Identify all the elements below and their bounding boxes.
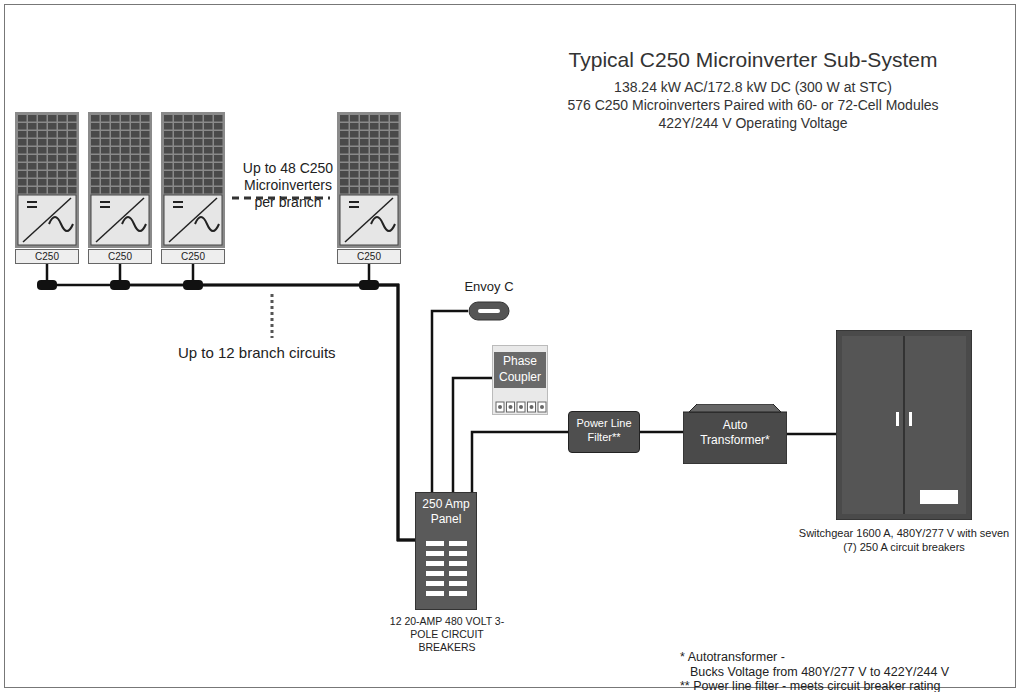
device-label: Power Line Filter**: [569, 416, 639, 444]
solar-module: [161, 112, 225, 248]
device-label: 250 Amp Panel: [416, 497, 476, 527]
wire: [640, 431, 683, 434]
inverter-label: C250: [89, 250, 151, 263]
module-node: C250: [15, 112, 79, 264]
inverter-label: C250: [338, 250, 400, 263]
subtitle-line: 576 C250 Microinverters Paired with 60- …: [500, 96, 1006, 114]
switchgear-caption: Switchgear 1600 A, 480Y/277 V with seven…: [792, 526, 1016, 554]
subtitle-line: 138.24 kW AC/172.8 kW DC (300 W at STC): [500, 78, 1006, 96]
wire: [787, 433, 836, 436]
envoy-node: Envoy C: [468, 301, 510, 321]
filter-node: Power Line Filter**: [568, 411, 640, 453]
envoy-shape: [468, 301, 510, 321]
note-label: Up to 12 branch circuits: [178, 344, 336, 361]
solar-module: [15, 112, 79, 248]
subtitle-line: 422Y/244 V Operating Voltage: [500, 114, 1006, 132]
switchgear-shape: [836, 330, 972, 520]
wire: [120, 264, 415, 540]
solar-module: [337, 112, 401, 248]
module-node: C250: [88, 112, 152, 264]
wire: [47, 264, 415, 540]
inverter-tag: C250: [161, 249, 225, 264]
panel-caption: 12 20-AMP 480 VOLT 3-POLE CIRCUIT BREAKE…: [388, 615, 506, 654]
diagram-title: Typical C250 Microinverter Sub-System: [500, 46, 1006, 74]
solar-module: [88, 112, 152, 248]
continuation-dots: [271, 294, 274, 338]
footnote: Bucks Voltage from 480Y/277 V to 422Y/24…: [690, 665, 949, 679]
footnote: * Autotransformer -: [680, 650, 785, 664]
wire: [369, 264, 415, 540]
inverter-tag: C250: [88, 249, 152, 264]
xfmr-node: Auto Transformer*: [683, 404, 787, 464]
inverter-label: C250: [16, 250, 78, 263]
module-node: C250: [337, 112, 401, 264]
wire: [472, 432, 568, 492]
note-label: Up to 48 C250 Microinverters per branch: [235, 160, 341, 211]
inverter-tag: C250: [15, 249, 79, 264]
device-label: Auto Transformer*: [683, 418, 787, 448]
panel-node: 250 Amp Panel12 20-AMP 480 VOLT 3-POLE C…: [415, 492, 477, 610]
inverter-tag: C250: [337, 249, 401, 264]
trunk-connectors: [37, 280, 379, 290]
inverter-label: C250: [162, 250, 224, 263]
switch-node: Switchgear 1600 A, 480Y/277 V with seven…: [836, 330, 972, 520]
footnote: ** Power line filter - meets circuit bre…: [680, 679, 941, 692]
module-node: C250: [161, 112, 225, 264]
title-block: Typical C250 Microinverter Sub-System 138…: [500, 46, 1006, 132]
device-label: Phase Coupler: [493, 353, 547, 385]
device-label: Envoy C: [438, 279, 540, 294]
coupler-node: Phase Coupler: [492, 345, 548, 415]
wire: [432, 311, 468, 492]
wire: [193, 264, 415, 540]
